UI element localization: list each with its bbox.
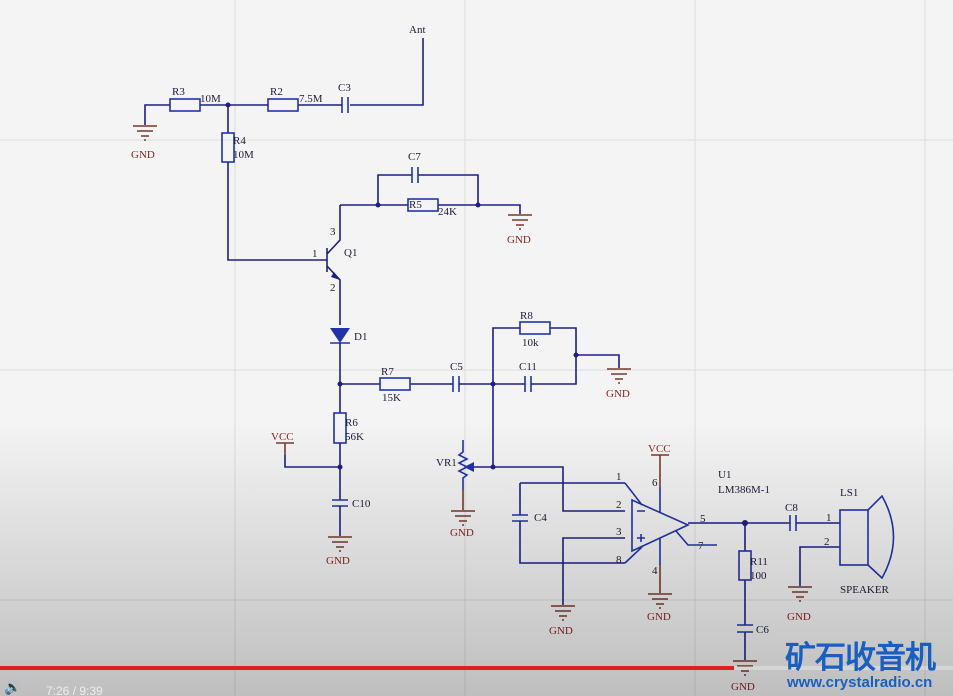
schematic-label: 3 xyxy=(330,226,336,238)
capacitor-c5: C5 xyxy=(450,361,525,392)
schematic-label: 1 xyxy=(616,471,622,483)
watermark-url: www.crystalradio.cn xyxy=(787,674,933,691)
schematic-label: C7 xyxy=(408,151,421,163)
resistor-r5: R5 24K xyxy=(378,198,478,218)
resistor-r6: R6 56K xyxy=(333,384,364,500)
schematic-label: C8 xyxy=(785,502,798,514)
schematic-label: GND xyxy=(606,388,630,400)
schematic-label: LM386M-1 xyxy=(718,484,770,496)
schematic-label: C6 xyxy=(756,624,769,636)
schematic-label: GND xyxy=(131,149,155,161)
antenna: Ant xyxy=(350,24,426,106)
gnd-symbol-u1-pin3: GND xyxy=(549,605,575,637)
vcc-symbol-r6: VCC xyxy=(271,431,340,468)
capacitor-c3: C3 xyxy=(298,82,351,113)
schematic-label: 2 xyxy=(824,536,830,548)
gnd-symbol-r8: GND xyxy=(606,368,631,400)
time-display: 7:26 / 9:39 xyxy=(46,684,103,696)
capacitor-c6: C6 xyxy=(737,624,769,636)
schematic-label: 100 xyxy=(750,570,767,582)
resistor-r4: R4 10M xyxy=(221,105,310,261)
current-time: 7:26 xyxy=(46,684,70,696)
schematic-label: SPEAKER xyxy=(840,584,890,596)
schematic-label: GND xyxy=(450,527,474,539)
schematic-label: C11 xyxy=(519,361,537,373)
resistor-r3: R3 10M xyxy=(144,86,221,125)
schematic-label: 15K xyxy=(382,392,401,404)
schematic-label: 10M xyxy=(233,149,254,161)
schematic-label: R11 xyxy=(750,556,768,568)
vcc-symbol-u1: VCC xyxy=(648,443,671,487)
schematic-label: 1 xyxy=(826,512,832,524)
schematic-label: 8 xyxy=(616,554,622,566)
volume-icon[interactable]: 🔊 xyxy=(4,681,22,696)
schematic-label: C5 xyxy=(450,361,463,373)
schematic-label: R2 xyxy=(270,86,283,98)
schematic-label: R3 xyxy=(172,86,185,98)
schematic-label: GND xyxy=(549,625,573,637)
schematic-label: R4 xyxy=(233,135,246,147)
schematic-label: 7 xyxy=(698,540,704,552)
speaker-ls1: 1 2 LS1 SPEAKER xyxy=(799,487,895,596)
schematic-label: R8 xyxy=(520,310,533,322)
schematic-label: 56K xyxy=(345,431,364,443)
schematic-label: 2 xyxy=(616,499,622,511)
gnd-symbol-u1: GND xyxy=(647,565,672,623)
schematic-label: 6 xyxy=(652,477,658,489)
gnd-symbol-c6: GND xyxy=(731,660,757,693)
schematic-label: 4 xyxy=(652,565,658,577)
amplifier-u1: 1 2 3 8 6 4 5 7 U1 LM386M-1 xyxy=(616,469,770,577)
capacitor-c10: C10 xyxy=(332,498,371,536)
schematic-label: 10k xyxy=(522,337,539,349)
capacitor-c8: C8 xyxy=(745,502,840,531)
schematic-label: GND xyxy=(326,555,350,567)
resistor-r2: R2 7.5M xyxy=(200,86,323,112)
schematic-label: GND xyxy=(647,611,671,623)
gnd-symbol-r3: GND xyxy=(131,125,157,161)
schematic-label: 7.5M xyxy=(299,93,323,105)
schematic-label: U1 xyxy=(718,469,731,481)
schematic-label: 24K xyxy=(438,206,457,218)
resistor-r8: R8 10k xyxy=(519,310,551,349)
schematic-label: C4 xyxy=(534,512,547,524)
schematic-label: 5 xyxy=(700,513,706,525)
schematic-label: R6 xyxy=(345,417,358,429)
potentiometer-vr1: VR1 xyxy=(436,440,493,510)
schematic-label: R7 xyxy=(381,366,394,378)
resistor-r7: R7 15K xyxy=(340,366,453,404)
gnd-symbol-vr1: GND xyxy=(450,510,475,539)
schematic-label: VCC xyxy=(271,431,294,443)
gnd-symbol-ls1: GND xyxy=(787,586,812,623)
schematic-label: 1 xyxy=(312,248,318,260)
antenna-label: Ant xyxy=(409,24,426,36)
schematic-label: GND xyxy=(787,611,811,623)
schematic-label: VCC xyxy=(648,443,671,455)
diode-d1: D1 xyxy=(330,328,367,384)
time-separator: / xyxy=(69,684,80,696)
resistor-r11: R11 100 xyxy=(738,523,768,660)
duration: 9:39 xyxy=(79,684,103,696)
capacitor-c7: C7 xyxy=(377,151,479,205)
progress-bar[interactable] xyxy=(0,666,953,670)
transistor-q1: 1 3 2 Q1 xyxy=(310,205,357,325)
schematic-label: R5 xyxy=(409,199,422,211)
schematic-label: GND xyxy=(731,681,755,693)
schematic-label: 3 xyxy=(616,526,622,538)
schematic-label: Q1 xyxy=(344,247,357,259)
schematic-label: C3 xyxy=(338,82,351,94)
schematic-label: GND xyxy=(507,234,531,246)
schematic-label: 2 xyxy=(330,282,336,294)
gnd-symbol-r5: GND xyxy=(507,214,532,246)
schematic-label: VR1 xyxy=(436,457,457,469)
progress-played xyxy=(0,666,734,670)
gnd-symbol-c10: GND xyxy=(326,536,352,567)
schematic-label: 10M xyxy=(200,93,221,105)
capacitor-c4: C4 xyxy=(493,466,625,605)
schematic-label: D1 xyxy=(354,331,367,343)
schematic-label: C10 xyxy=(352,498,371,510)
watermark-title: 矿石收音机 xyxy=(785,640,936,676)
schematic-label: LS1 xyxy=(840,487,858,499)
